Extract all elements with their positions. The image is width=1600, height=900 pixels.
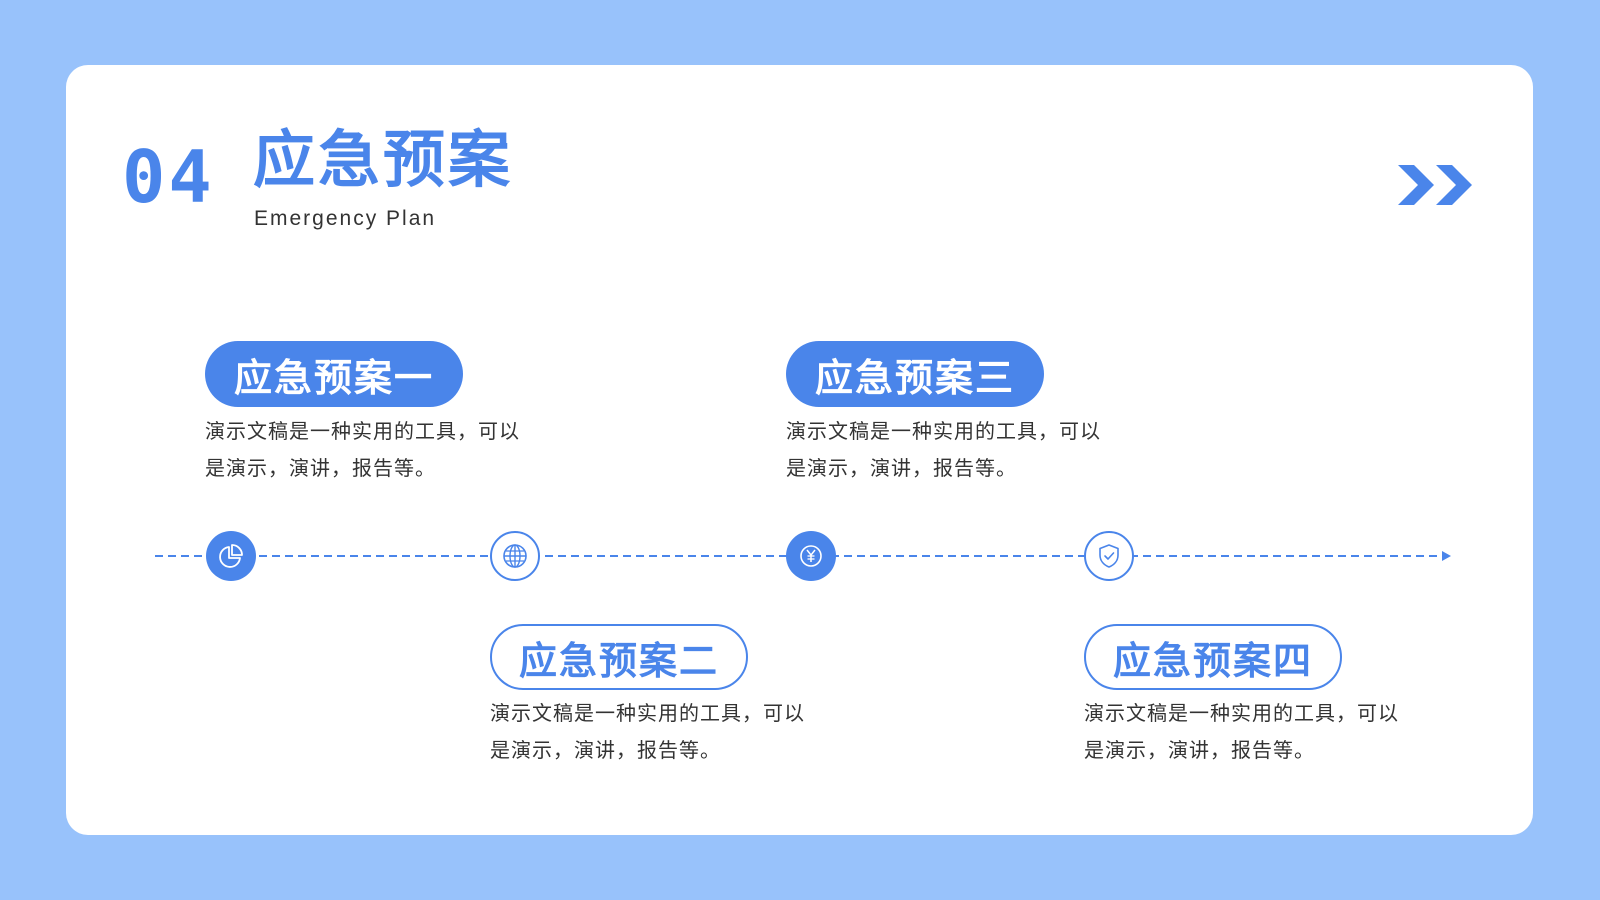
globe-icon — [503, 544, 527, 568]
plan-1-node — [206, 531, 256, 581]
plan-4-description-line1: 演示文稿是一种实用的工具，可以 — [1084, 701, 1399, 725]
plan-2-description-line1: 演示文稿是一种实用的工具，可以 — [490, 701, 805, 725]
timeline-arrow-head — [1442, 551, 1451, 561]
page-title: 应急预案 — [253, 123, 514, 196]
yen-icon — [800, 545, 822, 567]
shield-check-icon — [1099, 544, 1119, 568]
plan-4-node — [1084, 531, 1134, 581]
plan-1-description: 演示文稿是一种实用的工具，可以 是演示，演讲，报告等。 — [205, 413, 585, 487]
plan-2-description-line2: 是演示，演讲，报告等。 — [490, 738, 721, 762]
plan-4-label-text: 应急预案四 — [1112, 638, 1313, 683]
plan-1-description-line2: 是演示，演讲，报告等。 — [205, 456, 436, 480]
plan-3-description: 演示文稿是一种实用的工具，可以 是演示，演讲，报告等。 — [786, 413, 1166, 487]
plan-3-node — [786, 531, 836, 581]
double-chevron-right-icon — [1398, 165, 1472, 205]
plan-2-description: 演示文稿是一种实用的工具，可以 是演示，演讲，报告等。 — [490, 695, 870, 769]
plan-4-description-line2: 是演示，演讲，报告等。 — [1084, 738, 1315, 762]
plan-2-node — [490, 531, 540, 581]
plan-1-label-text: 应急预案一 — [233, 355, 434, 400]
plan-4-description: 演示文稿是一种实用的工具，可以 是演示，演讲，报告等。 — [1084, 695, 1464, 769]
plan-3-label-text: 应急预案三 — [814, 355, 1015, 400]
page-subtitle: Emergency Plan — [254, 207, 437, 230]
section-number: 04 — [122, 135, 215, 219]
slide-card: 04 应急预案 Emergency Plan 应急预案一 演示文稿是一种实用的工… — [66, 65, 1533, 835]
plan-2-label-text: 应急预案二 — [518, 638, 719, 683]
pie-chart-icon — [219, 544, 243, 568]
plan-2-label: 应急预案二 — [490, 624, 748, 690]
plan-3-description-line2: 是演示，演讲，报告等。 — [786, 456, 1017, 480]
plan-1-label: 应急预案一 — [205, 341, 463, 407]
plan-3-label: 应急预案三 — [786, 341, 1044, 407]
plan-1-description-line1: 演示文稿是一种实用的工具，可以 — [205, 419, 520, 443]
plan-3-description-line1: 演示文稿是一种实用的工具，可以 — [786, 419, 1101, 443]
plan-4-label: 应急预案四 — [1084, 624, 1342, 690]
